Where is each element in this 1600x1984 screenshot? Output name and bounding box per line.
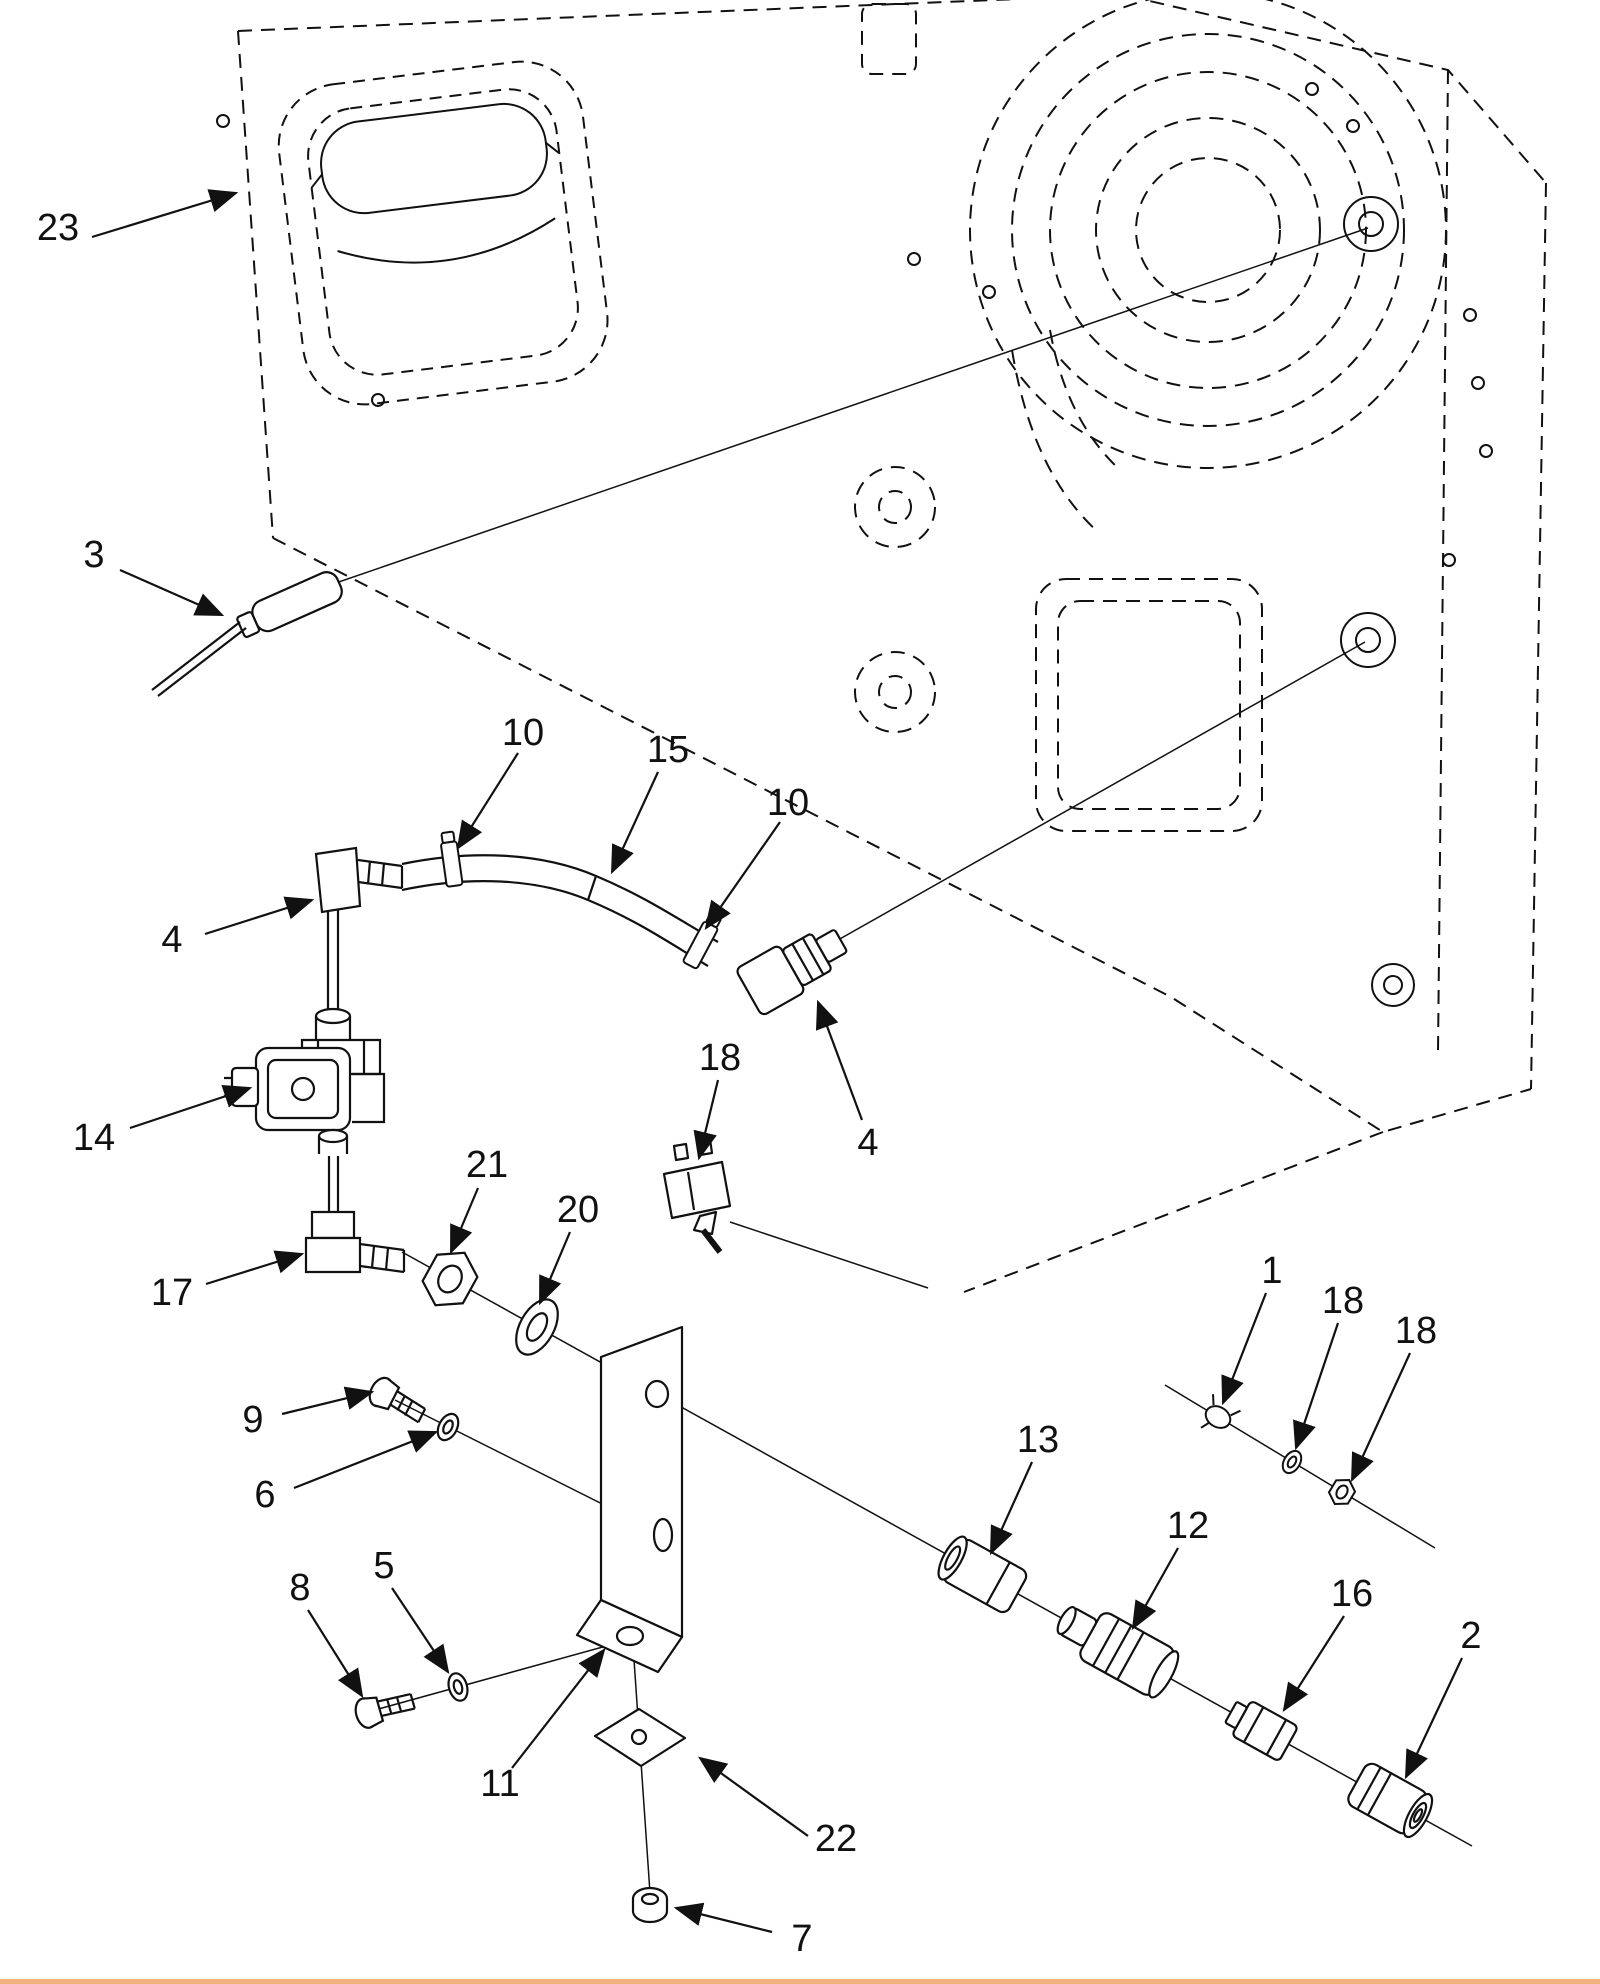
bracket-11	[575, 1325, 684, 1674]
handle-recess	[277, 60, 609, 406]
solenoid-valve-14	[224, 1007, 386, 1212]
bolt-9	[368, 1376, 427, 1424]
quick-coupler-12	[1056, 1606, 1180, 1699]
callout-1: 1	[1261, 1250, 1283, 1292]
nut-7	[631, 1886, 669, 1924]
callout-10-a: 10	[501, 712, 545, 754]
coupler-body-13	[937, 1535, 1028, 1614]
clamp-1	[1200, 1394, 1241, 1429]
plug-2	[1347, 1762, 1434, 1839]
callout-13: 13	[1016, 1419, 1060, 1461]
callout-17: 17	[150, 1272, 194, 1314]
callout-4-b: 4	[857, 1122, 879, 1164]
bolt-8	[354, 1693, 416, 1729]
callout-6: 6	[254, 1474, 276, 1516]
callout-10-b: 10	[766, 782, 810, 824]
callout-21: 21	[465, 1144, 509, 1186]
washer-20	[515, 1298, 559, 1356]
o-ring-18-a	[1281, 1449, 1303, 1475]
callout-8: 8	[289, 1567, 311, 1609]
callout-20: 20	[556, 1189, 600, 1231]
igniter-part-3	[151, 571, 343, 697]
panel-holes	[216, 82, 1493, 1007]
callout-12: 12	[1166, 1505, 1210, 1547]
toggle-switch-18	[662, 1137, 732, 1254]
callout-18-oring-1: 18	[1321, 1280, 1365, 1322]
panel-outline	[237, 0, 1547, 1293]
callout-22: 22	[814, 1818, 858, 1860]
callout-2: 2	[1460, 1615, 1482, 1657]
bottom-accent-rule	[0, 1979, 1600, 1984]
callout-16: 16	[1330, 1573, 1374, 1615]
callout-23: 23	[36, 207, 80, 249]
washer-5	[447, 1672, 469, 1702]
callout-5: 5	[373, 1545, 395, 1587]
washer-6	[436, 1412, 460, 1442]
callout-18-switch: 18	[698, 1037, 742, 1079]
callout-7: 7	[791, 1918, 813, 1960]
callout-14: 14	[72, 1117, 116, 1159]
blower-opening	[969, 0, 1447, 533]
plate-22	[593, 1707, 687, 1768]
nut-21	[421, 1251, 479, 1307]
callout-18-oring-2: 18	[1394, 1310, 1438, 1352]
callout-3: 3	[83, 534, 105, 576]
callout-9: 9	[242, 1399, 264, 1441]
adapter-16	[1224, 1701, 1298, 1761]
callout-4-a: 4	[161, 919, 183, 961]
elbow-fitting-4-right	[736, 929, 848, 1016]
callout-15: 15	[646, 729, 690, 771]
leader-arrows	[91, 189, 1463, 1934]
hose-clamp-10-a	[440, 830, 464, 888]
axis-lines	[329, 227, 1473, 1894]
elbow-fitting-4-left	[314, 846, 404, 1012]
callout-11: 11	[480, 1763, 520, 1805]
nut-18-b	[1327, 1478, 1357, 1506]
elbow-fitting-17	[304, 1210, 406, 1274]
